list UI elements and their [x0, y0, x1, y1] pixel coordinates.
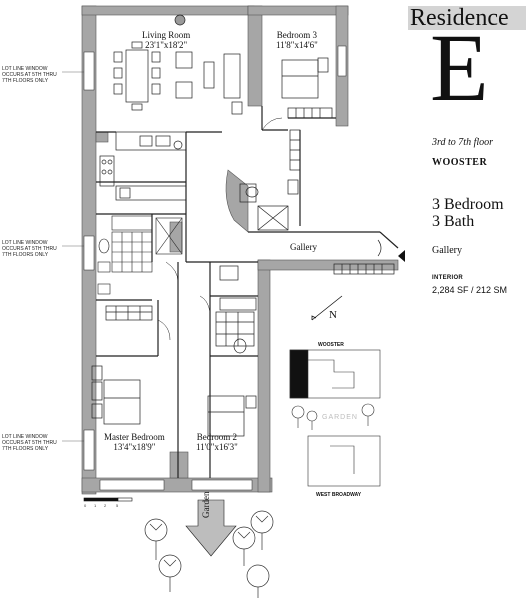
scale-tick-5: 5 — [116, 503, 119, 508]
feature-text: Gallery — [432, 245, 462, 256]
floor-range: 3rd to 7th floor — [432, 137, 494, 148]
lot-line-leaders — [62, 71, 84, 442]
lot-line-note-3: LOT LINE WINDOW OCCURS AT 5TH THRU 7TH F… — [2, 434, 57, 452]
bath-one — [97, 215, 183, 295]
lot-line-note-1: LOT LINE WINDOW OCCURS AT 5TH THRU 7TH F… — [2, 66, 57, 84]
bedroom-two-label: Bedroom 2 11'0"x16'3" — [196, 432, 238, 452]
lot-line-note-2: LOT LINE WINDOW OCCURS AT 5TH THRU 7TH F… — [2, 240, 57, 258]
title-band — [408, 6, 526, 30]
master-bedroom-label: Master Bedroom 13'4"x18'9" — [104, 432, 165, 452]
master-bedroom — [91, 305, 153, 425]
residence-letter: E — [430, 14, 489, 121]
garden-trees — [144, 510, 274, 598]
north-label: N — [329, 309, 337, 321]
entry-arrow — [398, 250, 405, 262]
scale-tick-2: 2 — [104, 503, 107, 508]
scale-bar — [83, 497, 133, 502]
keyplan-bottom-street: WEST BROADWAY — [316, 492, 362, 498]
doors — [157, 117, 283, 341]
interior-walls — [96, 106, 399, 478]
keyplan-garden: GARDEN — [322, 414, 358, 421]
kitchen — [99, 131, 187, 201]
north-arrow — [311, 295, 343, 321]
scale-tick-1: 1 — [94, 503, 97, 508]
residence-title: Residence — [410, 5, 509, 31]
interior-label: INTERIOR — [432, 275, 464, 281]
bedroom-three — [239, 57, 333, 231]
keyplan-top-street: WOOSTER — [318, 342, 344, 348]
baths-text: 3 Bath — [432, 213, 475, 230]
gallery-closet — [333, 239, 395, 275]
windows — [83, 45, 347, 491]
living-room-label: Living Room 23'1"x18'2" — [142, 30, 191, 50]
building-name: WOOSTER — [432, 157, 488, 168]
bedrooms-text: 3 Bedroom — [432, 196, 504, 213]
bedroom-three-label: Bedroom 3 11'8"x14'6" — [276, 30, 318, 50]
living-furniture — [113, 14, 243, 150]
key-plan — [289, 349, 381, 487]
interior-area: 2,284 SF / 212 SM — [432, 285, 508, 295]
bedroom-two — [207, 265, 257, 437]
gallery-label: Gallery — [290, 242, 317, 252]
garden-label: Garden — [201, 491, 211, 519]
garden-arrow — [185, 499, 237, 557]
keyplan-trees — [291, 403, 375, 430]
bedroom-count: 3 Bedroom 3 Bath — [432, 196, 504, 230]
scale-tick-0: 0 — [84, 503, 87, 508]
